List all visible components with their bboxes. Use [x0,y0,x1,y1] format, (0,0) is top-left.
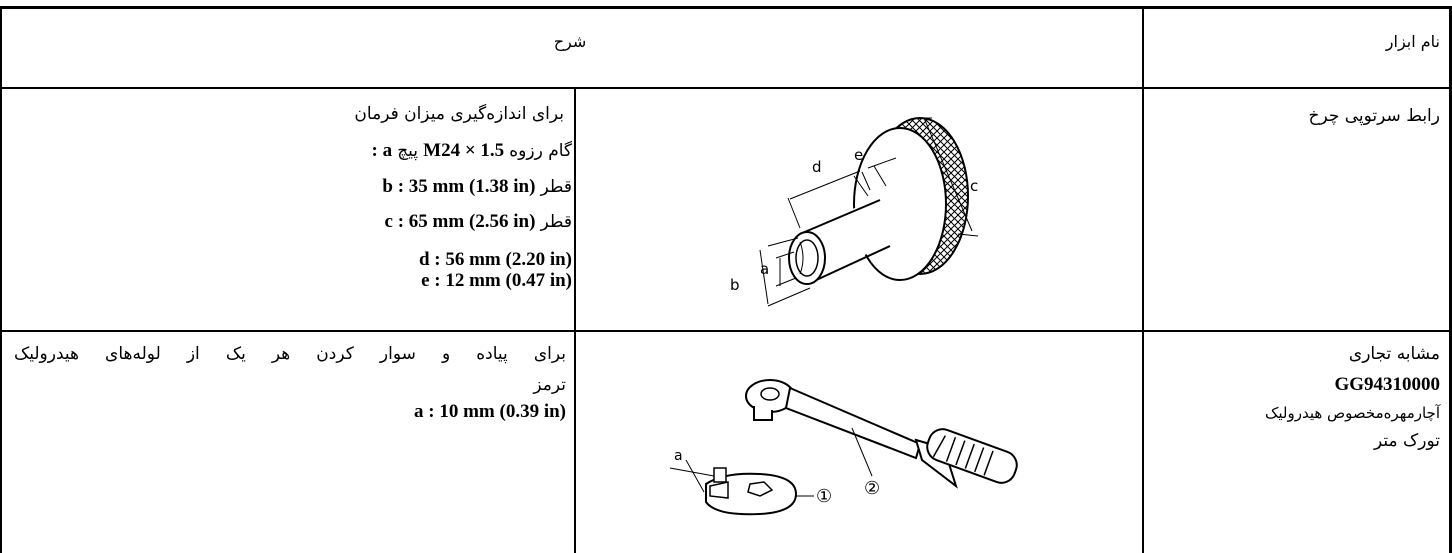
diagram2-label-two: ② [864,478,880,499]
torque-wrench-diagram: a ① ② [669,379,1018,516]
row2-desc-line1: برای پیاده و سوار کردن هر یک از لوله‌های… [14,344,566,364]
diagram-label-d: d [812,158,822,176]
row1-tool-name: رابط سرتوپی چرخ [1308,106,1440,126]
row1-description: برای اندازه‌گیری میزان فرمان [12,106,572,123]
column-divider-image [574,89,576,553]
row1-a-label2: پیچ [397,141,419,161]
row1-d-value: d : 56 mm (2.20 in) [418,249,572,270]
row1-spec-a: گام رزوه M24 × 1.5 پیچ : a [372,140,572,162]
diagram-label-e: e [854,146,863,164]
diagram-label-b: b [730,276,740,294]
header-tool-name: نام ابزار [1385,32,1440,51]
row1-a-key: : a [371,140,393,161]
row1-a-thread: M24 × 1.5 [423,140,505,161]
row1-c-value: c : 65 mm (2.56 in) [384,211,536,232]
row-divider [0,330,1452,332]
row2-tool-name-line2: آچارمهره‌مخصوص هیدرولیک [1264,404,1440,422]
header-description: شرح [553,32,587,51]
row2-desc-line2: ترمز [533,375,566,395]
table-border-top [0,6,1452,9]
diagram2-label-a: a [674,448,683,464]
header-divider [0,87,1452,89]
diagram-label-c: c [970,177,978,195]
row2-description: برای پیاده و سوار کردن هر یک از لوله‌های… [14,344,566,422]
table-border-right [1449,6,1452,553]
row2-desc-a: a : 10 mm (0.39 in) [414,401,566,422]
row2-tool-code: GG94310000 [1334,374,1440,395]
row1-e-value: e : 12 mm (0.47 in) [421,270,572,291]
row2-tool-name: مشابه تجاری GG94310000 آچارمهره‌مخصوص هی… [1265,346,1440,450]
diagram-label-a: a [760,260,769,278]
row2-tool-name-line1: مشابه تجاری [1348,344,1440,364]
table-border-left [0,6,2,553]
column-divider-tool [1142,6,1144,553]
row1-purpose: برای اندازه‌گیری میزان فرمان [354,104,564,124]
row1-b-label: قطر [540,177,572,197]
row2-tool-name-line3: تورک متر [1374,431,1440,451]
row1-c-label: قطر [540,212,572,232]
row1-a-label: گام رزوه [509,141,572,161]
wheel-adapter-diagram: a b c d e [730,117,978,307]
row1-b-value: b : 35 mm (1.38 in) [382,176,536,197]
diagram2-label-one: ① [816,486,832,507]
row1-spec-c: قطر c : 65 mm (2.56 in) [385,211,572,233]
tools-table: نام ابزار شرح رابط سرتوپی چرخ برای انداز… [0,6,1452,553]
row1-spec-b: قطر b : 35 mm (1.38 in) [382,176,572,198]
